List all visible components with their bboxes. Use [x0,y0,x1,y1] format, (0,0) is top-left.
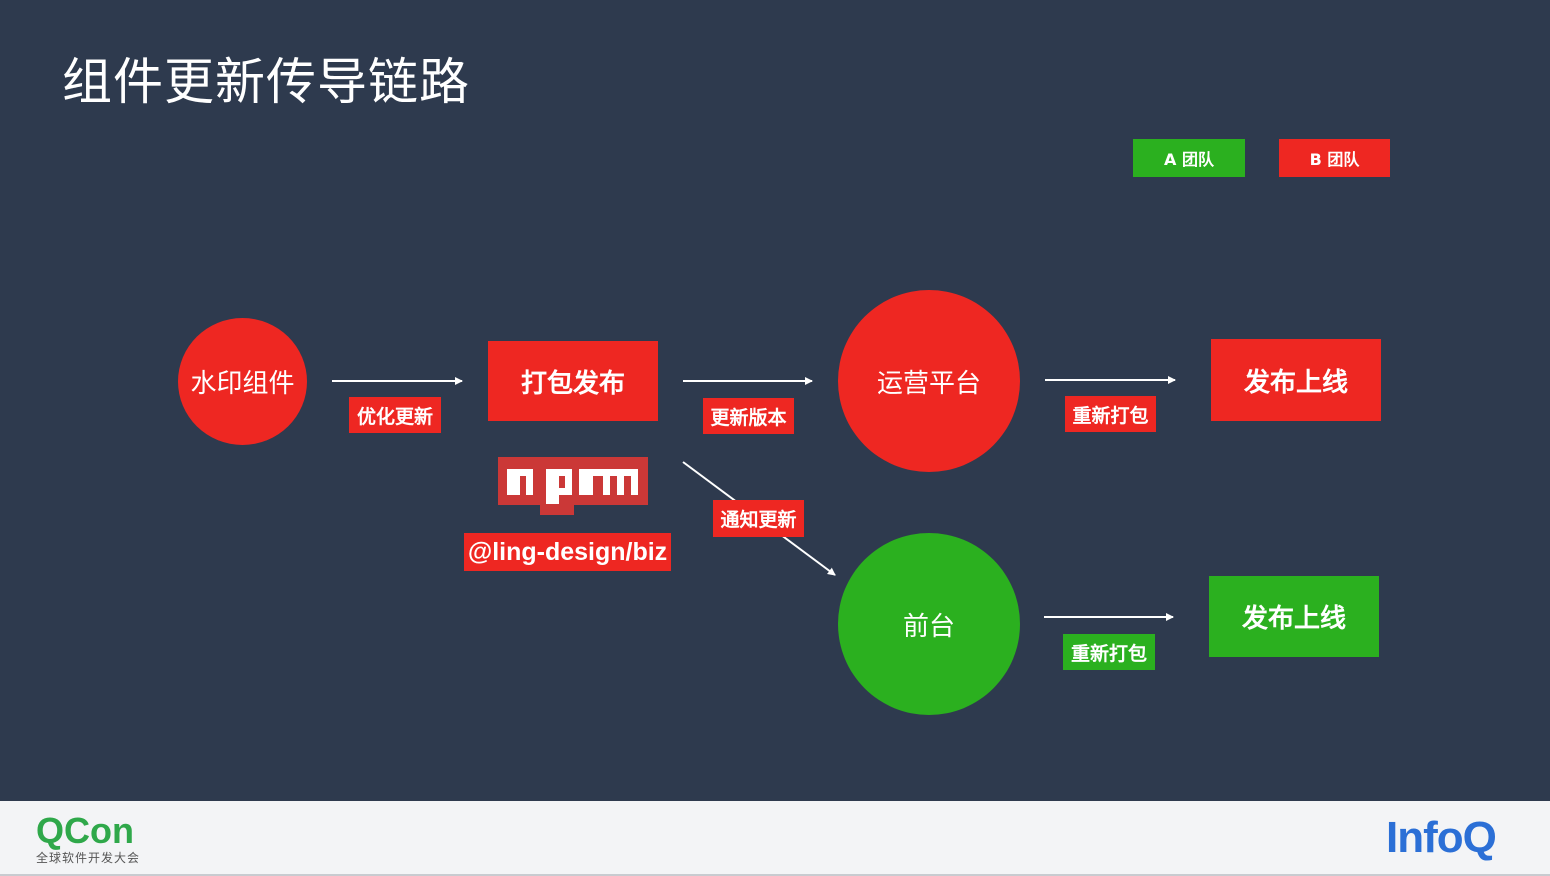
npm-logo [498,457,648,515]
watermark-component-node: 水印组件 [178,318,307,445]
label-update-version: 更新版本 [703,398,794,434]
infoq-logo: InfoQ [1386,813,1497,862]
ops-platform-node: 运营平台 [838,290,1020,472]
release-b-node: 发布上线 [1211,339,1381,421]
footer-bar: QCon 全球软件开发大会 InfoQ [0,801,1550,876]
label-optimize: 优化更新 [349,397,441,433]
npm-package-name: @ling-design/biz [464,533,671,571]
legend-a-team: A 团队 [1133,139,1245,177]
label-repackage-a: 重新打包 [1063,634,1155,670]
label-notify: 通知更新 [713,500,804,537]
release-a-node: 发布上线 [1209,576,1379,657]
page-title: 组件更新传导链路 [62,53,470,111]
package-publish-node: 打包发布 [488,341,658,421]
flow-arrows [332,376,1176,621]
label-repackage-b: 重新打包 [1065,396,1156,432]
qcon-logo: QCon [36,810,134,851]
frontend-node: 前台 [838,533,1020,715]
qcon-subtitle: 全球软件开发大会 [36,851,141,865]
legend-b-team: B 团队 [1279,139,1390,177]
